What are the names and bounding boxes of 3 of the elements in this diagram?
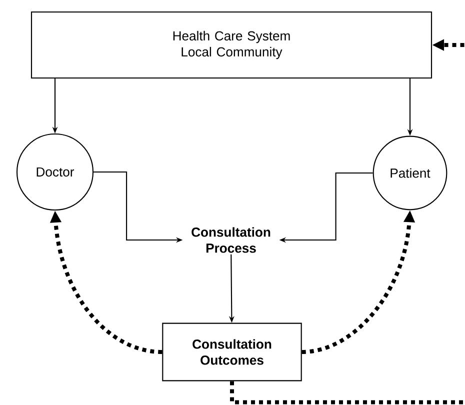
process-box: Health Care System Local Community <box>30 11 432 79</box>
process-label: Consultation Process <box>192 227 270 253</box>
process-box: Consultation Outcomes <box>162 322 302 382</box>
